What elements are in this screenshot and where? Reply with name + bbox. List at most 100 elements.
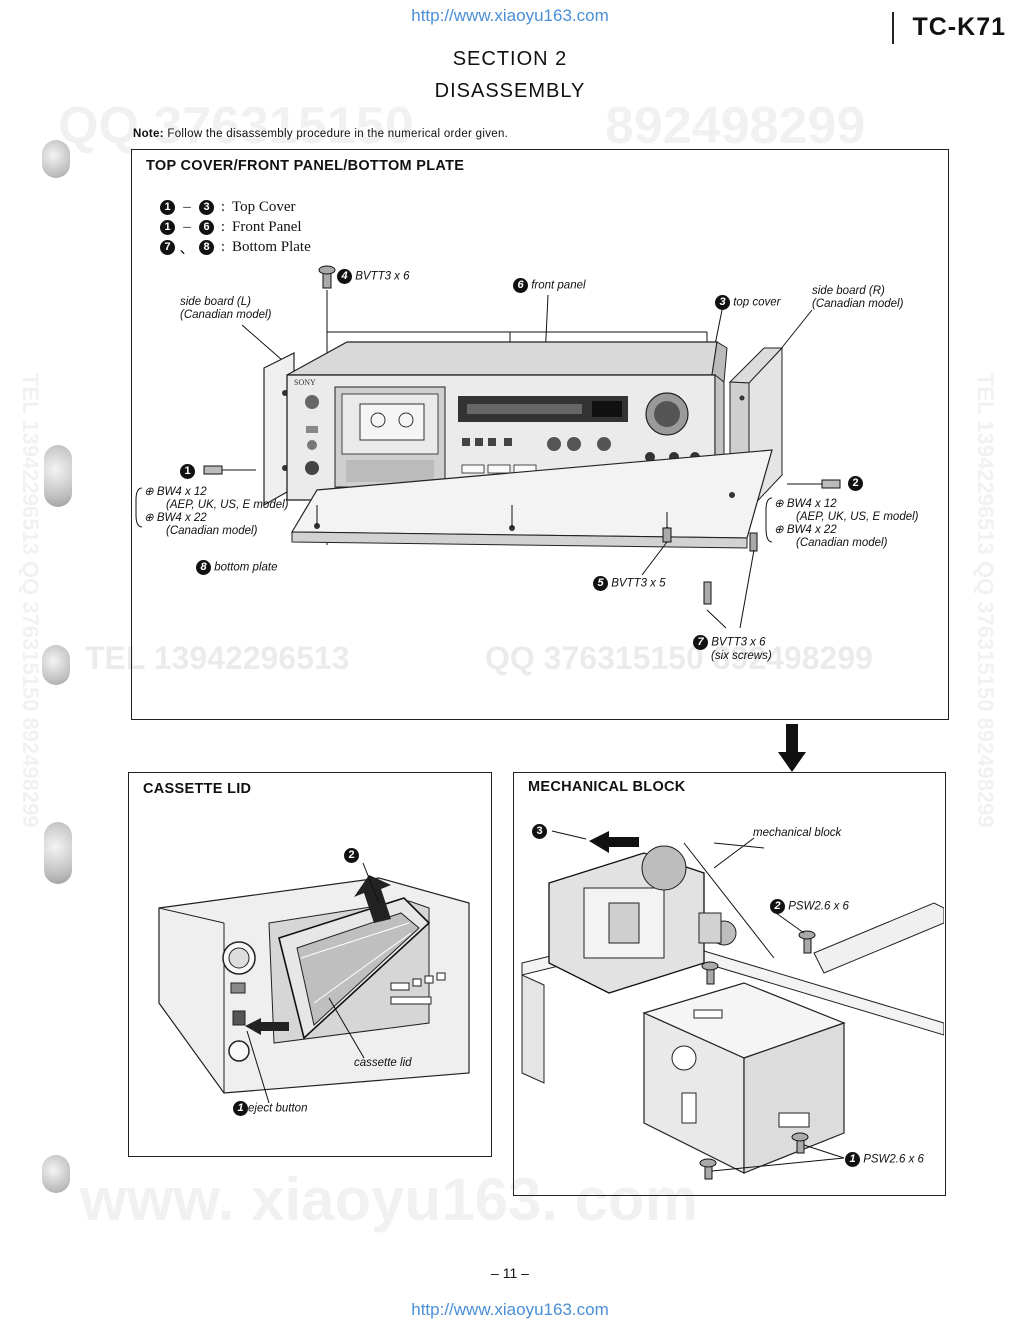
binder-hole xyxy=(42,140,70,178)
step-number: 3 xyxy=(199,199,214,215)
step-number: 1 xyxy=(160,219,175,235)
panel-title: CASSETTE LID xyxy=(143,781,252,797)
screw-spec: BW4 x 22 xyxy=(786,524,837,536)
watermark-qq: QQ 376315150 xyxy=(58,97,414,155)
callout-text: PSW2.6 x 6 xyxy=(788,900,849,913)
callout-text: side board (L) xyxy=(180,296,251,308)
callout-mechanical-block: mechanical block xyxy=(753,827,842,839)
callout-text: eject button xyxy=(248,1102,308,1115)
callout-text: side board (R) xyxy=(812,285,885,297)
step-number: 8 xyxy=(199,239,214,255)
left-screw-specs: ⊕ BW4 x 12 (AEP, UK, US, E model) ⊕ BW4 … xyxy=(144,486,289,537)
callout-front-panel: 6 front panel xyxy=(513,278,586,293)
callout-text: BVTT3 x 6 xyxy=(711,636,766,649)
note-text: Follow the disassembly procedure in the … xyxy=(167,128,509,140)
screw-spec: BW4 x 12 xyxy=(156,486,207,498)
panel-title: MECHANICAL BLOCK xyxy=(528,779,686,795)
step-number: 2 xyxy=(770,899,785,914)
watermark-qq-mid: QQ 376315150 892498299 xyxy=(485,640,873,676)
screw-spec-note: (Canadian model) xyxy=(796,537,888,549)
watermark-number: 892498299 xyxy=(605,97,866,155)
watermark-side-right: TEL 13942296513 QQ 376315150 892498299 xyxy=(973,373,998,828)
legend-row-bottom-plate: 7 、 8 : Bottom Plate xyxy=(160,237,311,257)
watermark-www: www. xiaoyu163. com xyxy=(80,1166,699,1233)
callout-screw-bvtt3x6: 4 BVTT3 x 6 xyxy=(337,269,410,284)
callout-text: (Canadian model) xyxy=(180,309,272,321)
page-title: DISASSEMBLY xyxy=(434,80,586,102)
screw-spec-note: (Canadian model) xyxy=(166,525,258,537)
mechanical-block-panel: MECHANICAL BLOCK xyxy=(513,772,946,1196)
step-number: 7 xyxy=(160,239,175,255)
legend-text: Front Panel xyxy=(232,218,302,235)
callout-top-cover: 3 top cover xyxy=(715,295,781,310)
callout-step-2: 2 xyxy=(344,847,359,865)
screw-spec: BW4 x 22 xyxy=(156,512,207,524)
binder-hole xyxy=(42,1155,70,1193)
step-number: 2 xyxy=(344,848,359,864)
deck-exploded-illustration: SONY xyxy=(135,265,841,629)
step-number: 1 xyxy=(180,464,195,480)
watermark-side-left: TEL 13942296513 QQ 376315150 892498299 xyxy=(18,373,43,828)
callout-screw-psw-bottom: 1 PSW2.6 x 6 xyxy=(845,1152,924,1167)
callout-text: (Canadian model) xyxy=(812,298,904,310)
binder-hole xyxy=(44,822,72,884)
watermark-tel: TEL 13942296513 xyxy=(85,640,350,676)
down-arrow-icon xyxy=(778,724,806,772)
callout-text: PSW2.6 x 6 xyxy=(863,1153,924,1166)
callout-side-board-right: side board (R)(Canadian model) xyxy=(812,285,903,311)
callout-side-board-left: side board (L)(Canadian model) xyxy=(180,296,271,322)
step-number: 8 xyxy=(196,560,211,575)
cassette-lid-illustration xyxy=(158,862,470,1104)
brand-logo: SONY xyxy=(294,378,316,387)
legend-text: Top Cover xyxy=(232,198,296,215)
note: Note: Follow the disassembly procedure i… xyxy=(133,128,508,140)
callout-text: front panel xyxy=(531,279,586,292)
step-number: 6 xyxy=(199,219,214,235)
callout-text: bottom plate xyxy=(214,561,278,574)
callout-right-screw-number: 2 xyxy=(848,475,863,493)
step-number: 7 xyxy=(693,635,708,650)
callout-text: BVTT3 x 5 xyxy=(611,577,666,590)
step-number: 4 xyxy=(337,269,352,284)
source-url-bottom[interactable]: http://www.xiaoyu163.com xyxy=(411,1300,609,1319)
panel-title: TOP COVER/FRONT PANEL/BOTTOM PLATE xyxy=(146,158,465,174)
step-number: 1 xyxy=(233,1101,248,1116)
callout-text: top cover xyxy=(733,296,781,309)
legend-separator: – xyxy=(183,218,191,235)
step-number: 3 xyxy=(532,824,547,840)
top-cover-panel: TOP COVER/FRONT PANEL/BOTTOM PLATE 1 – 3… xyxy=(131,149,949,720)
callout-text: (six screws) xyxy=(711,650,772,662)
page-number: – 11 – xyxy=(491,1265,529,1281)
section-number: SECTION 2 xyxy=(452,48,568,70)
callout-screw-bvtt3x6-bottom: 7 BVTT3 x 6(six screws) xyxy=(693,635,772,663)
step-number: 3 xyxy=(715,295,730,310)
step-number: 2 xyxy=(848,476,863,492)
mechanical-block-illustration xyxy=(521,830,944,1180)
callout-text: BVTT3 x 6 xyxy=(355,270,410,283)
model-number: TC-K71 xyxy=(892,12,1006,44)
binder-hole xyxy=(42,645,70,685)
callout-bottom-plate: 8 bottom plate xyxy=(196,560,278,575)
step-number: 1 xyxy=(845,1152,860,1167)
callout-cassette-lid: cassette lid xyxy=(354,1057,412,1069)
legend-row-front-panel: 1 – 6 : Front Panel xyxy=(160,217,311,237)
screw-spec: BW4 x 12 xyxy=(786,498,837,510)
callout-step-3: 3 xyxy=(532,823,547,841)
callout-screw-psw-top: 2 PSW2.6 x 6 xyxy=(770,899,849,914)
step-number: 1 xyxy=(160,199,175,215)
procedure-legend: 1 – 3 : Top Cover 1 – 6 : Front Panel 7 … xyxy=(160,197,311,257)
legend-text: Bottom Plate xyxy=(232,238,311,255)
legend-row-top-cover: 1 – 3 : Top Cover xyxy=(160,197,311,217)
step-number: 5 xyxy=(593,576,608,591)
source-url-top[interactable]: http://www.xiaoyu163.com xyxy=(411,6,609,25)
legend-separator: – xyxy=(183,198,191,215)
step-number: 6 xyxy=(513,278,528,293)
right-screw-specs: ⊕ BW4 x 12 (AEP, UK, US, E model) ⊕ BW4 … xyxy=(774,498,919,549)
note-label: Note: xyxy=(133,128,164,140)
screw-spec-note: (AEP, UK, US, E model) xyxy=(796,511,919,523)
callout-left-screw-number: 1 xyxy=(180,463,195,481)
binder-hole xyxy=(44,445,72,507)
legend-separator: 、 xyxy=(179,240,195,257)
callout-screw-bvtt3x5: 5 BVTT3 x 5 xyxy=(593,576,666,591)
